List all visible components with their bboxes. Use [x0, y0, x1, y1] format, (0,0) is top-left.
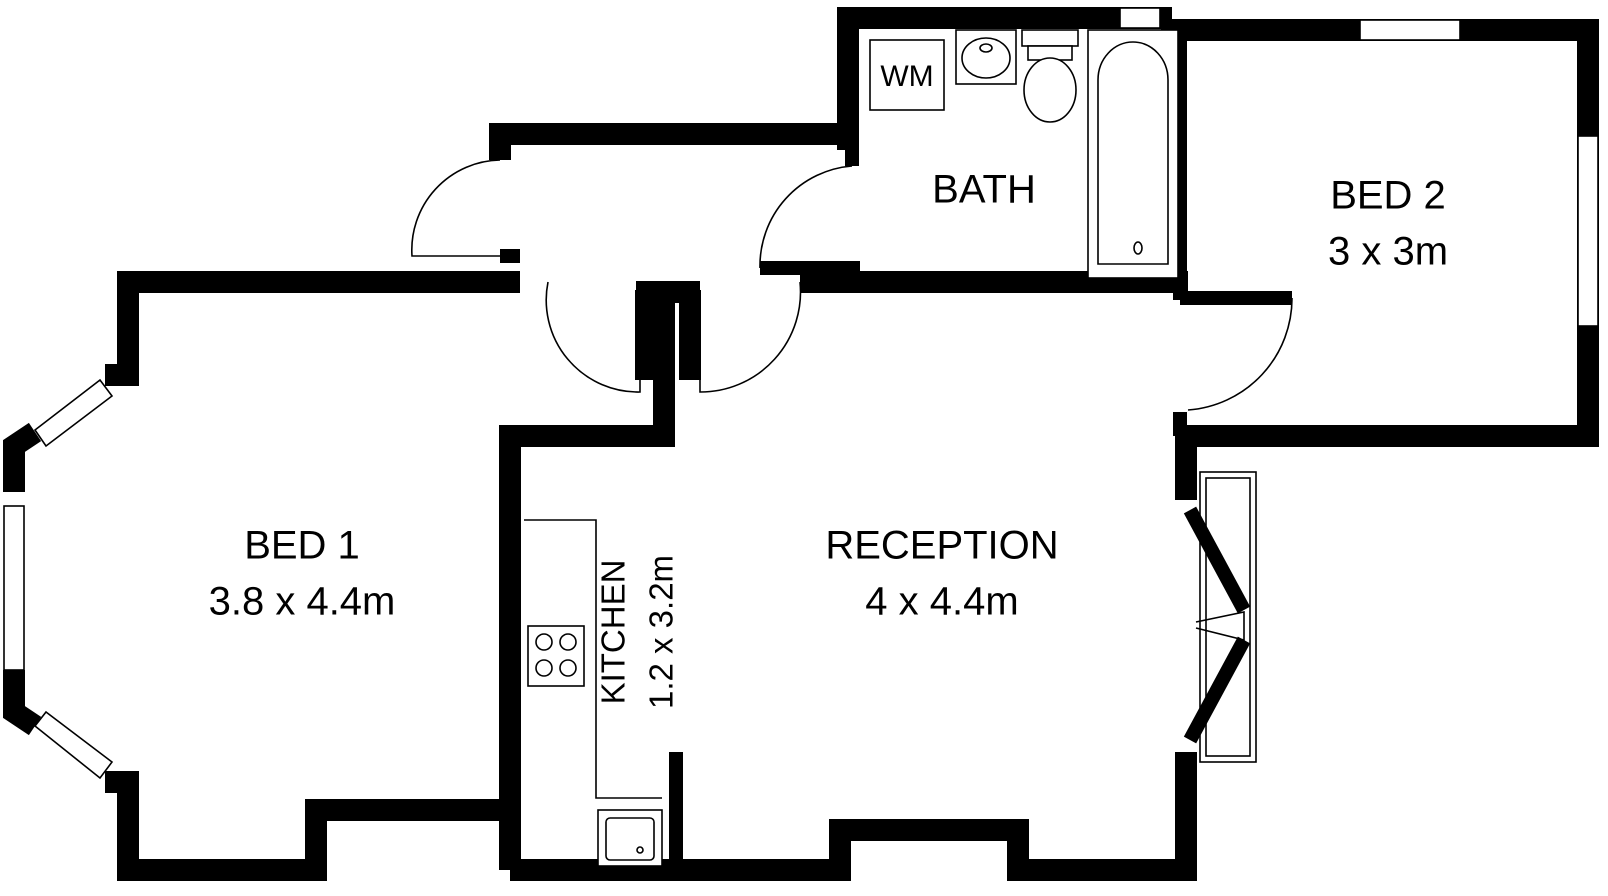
bathtub-inner — [1097, 41, 1169, 265]
toilet-cistern-icon — [1021, 29, 1079, 47]
sink-bowl — [605, 817, 655, 861]
window-bed1-lower-bay — [33, 710, 114, 780]
bed1-bay-top — [3, 422, 42, 492]
window-bed1-left — [3, 505, 25, 671]
fixtures: WM — [524, 29, 1179, 867]
sink-drain — [636, 846, 644, 854]
toilet-bowl-icon — [1023, 57, 1077, 123]
doors — [411, 159, 1293, 411]
kitchen-label: KITCHEN — [595, 560, 632, 705]
washing-machine-icon — [869, 39, 945, 111]
hob-icon — [527, 625, 585, 687]
washing-machine-label: WM — [880, 60, 933, 93]
bath-label: BATH — [932, 168, 1036, 212]
hob-ring — [559, 633, 577, 651]
bath-wall — [837, 7, 1172, 150]
reception-bay-left-2 — [1183, 636, 1251, 744]
hall-top-wall — [489, 123, 859, 160]
basin-drain — [979, 43, 993, 53]
bed2-label: BED 2 — [1330, 174, 1446, 218]
door-hall-top — [411, 159, 501, 257]
reception-bay-left — [1183, 506, 1251, 614]
bed1-label: BED 1 — [244, 524, 360, 568]
bed1-wall — [105, 271, 520, 386]
hob-ring — [535, 633, 553, 651]
bathtub-drain — [1133, 241, 1143, 255]
door-bed2 — [1187, 297, 1293, 411]
window-bed2-right — [1577, 135, 1599, 327]
kitchen-size: 1.2 x 3.2m — [643, 555, 680, 709]
reception-bay-door — [1195, 611, 1245, 642]
room-labels: BATH BED 2 3 x 3m BED 1 3.8 x 4.4m RECEP… — [209, 168, 1448, 709]
bed1-bay-bottom — [3, 670, 42, 736]
bed1-kitchen-partition — [499, 290, 675, 810]
window-bed1-upper-bay — [33, 378, 114, 448]
door-bed1 — [545, 281, 641, 393]
bed1-lower-wall — [105, 771, 521, 881]
door-bath — [759, 165, 853, 269]
reception-size: 4 x 4.4m — [865, 580, 1018, 624]
windows — [3, 7, 1599, 780]
bathtub-icon — [1087, 29, 1179, 279]
hob-ring — [535, 659, 553, 677]
walls — [3, 7, 1599, 881]
hob-ring — [559, 659, 577, 677]
reception-label: RECEPTION — [825, 524, 1058, 568]
door-kitchen — [699, 281, 802, 393]
bed2-size: 3 x 3m — [1328, 230, 1448, 274]
window-bed2-top — [1359, 19, 1461, 41]
bed1-size: 3.8 x 4.4m — [209, 580, 396, 624]
window-bath — [1119, 7, 1161, 29]
basin-bowl — [961, 37, 1011, 79]
kitchen-counter — [524, 519, 662, 799]
bottom-wall — [510, 752, 1197, 881]
